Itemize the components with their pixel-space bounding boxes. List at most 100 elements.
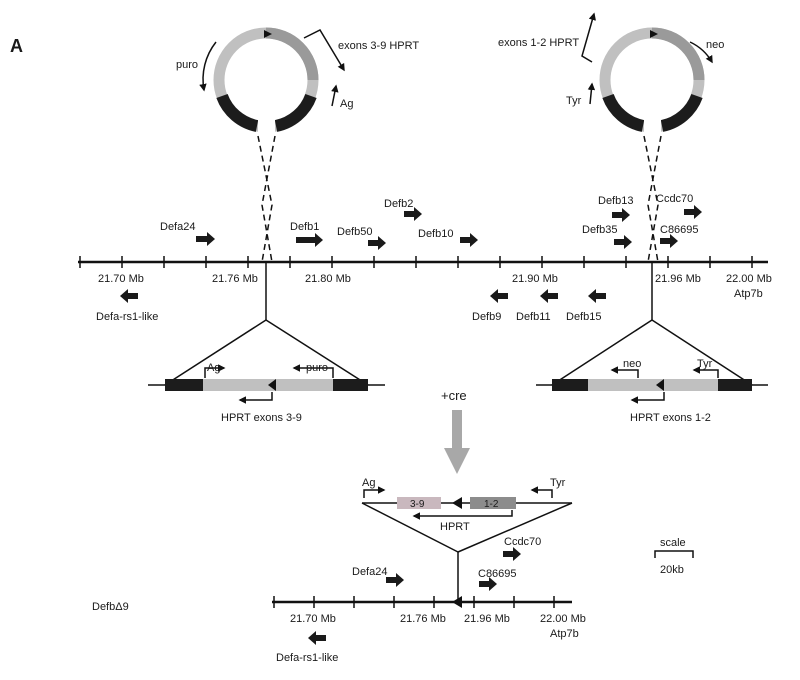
gene-label-defb10: Defb10 bbox=[418, 228, 453, 240]
gene-arrow-defb2-icon bbox=[404, 207, 422, 221]
recombined-ag-promoter-icon bbox=[363, 486, 386, 498]
gene-label-defb35: Defb35 bbox=[582, 224, 617, 236]
gene-arrow-defb9-icon bbox=[490, 289, 508, 303]
left-plasmid-arm-left bbox=[216, 93, 259, 132]
gene-arrow-ccdc70-icon bbox=[684, 205, 702, 219]
right-plasmid-arm-right bbox=[660, 93, 703, 132]
recombined-junction-icon bbox=[452, 596, 462, 608]
gene-label-defb13: Defb13 bbox=[598, 195, 633, 207]
left-insert-ag-promoter-icon bbox=[204, 364, 226, 378]
left-insert-marker-icon bbox=[268, 379, 276, 391]
gene-arrow-defb35-icon bbox=[614, 235, 632, 249]
gene-arrow-defb10-icon bbox=[460, 233, 478, 247]
left-plasmid-marker-icon bbox=[264, 30, 272, 38]
left-insertion-detail: Ag puro HPRT exons 3-9 bbox=[148, 262, 385, 424]
recombined-tyr-promoter-icon bbox=[530, 486, 553, 498]
hprt-12-box bbox=[470, 497, 516, 509]
scale-title: scale bbox=[660, 537, 686, 549]
recombined-tick-label: 21.76 Mb bbox=[400, 613, 446, 625]
main-locus-ticks bbox=[79, 256, 753, 268]
recombined-end-gene-label: Atp7b bbox=[550, 628, 579, 640]
right-insert-tyr-promoter-icon bbox=[692, 366, 719, 378]
main-tick-label: 21.70 Mb bbox=[98, 273, 144, 285]
gene-label-defb1: Defb1 bbox=[290, 221, 319, 233]
right-plasmid-exons-label: exons 1-2 HPRT bbox=[498, 37, 579, 49]
recombined-gene-label-c86695: C86695 bbox=[478, 568, 517, 580]
recombined-tyr-label: Tyr bbox=[550, 477, 566, 489]
right-insert-neo-promoter-icon bbox=[610, 366, 639, 378]
recombined-tick-label: 22.00 Mb bbox=[540, 613, 586, 625]
main-tick-label: 22.00 Mb bbox=[726, 273, 772, 285]
gene-arrow-defa-rs1-like-icon bbox=[120, 289, 138, 303]
left-insert-hprt-label: HPRT exons 3-9 bbox=[221, 412, 302, 424]
main-tick-label: 21.96 Mb bbox=[655, 273, 701, 285]
left-insert-hprt-arrow-icon bbox=[238, 392, 273, 404]
right-crossover-dashed bbox=[643, 135, 659, 263]
gene-label-c86695: C86695 bbox=[660, 224, 699, 236]
scale-bar: scale 20kb bbox=[654, 537, 694, 576]
right-insert-arm-right bbox=[718, 379, 752, 391]
scale-bar-line bbox=[654, 550, 694, 558]
panel-label: A bbox=[10, 36, 23, 56]
ag-arrow-icon bbox=[331, 84, 339, 107]
gene-arrow-defb1-icon bbox=[296, 233, 323, 247]
gene-label-defb9: Defb9 bbox=[472, 311, 501, 323]
left-crossover-dashed bbox=[257, 135, 273, 263]
left-targeting-plasmid: puro exons 3-9 HPRT Ag bbox=[176, 27, 419, 263]
gene-label-defb50: Defb50 bbox=[337, 226, 372, 238]
gene-arrow-defb50-icon bbox=[368, 236, 386, 250]
main-locus: 21.70 Mb 21.76 Mb 21.80 Mb 21.90 Mb 21.9… bbox=[78, 193, 772, 323]
recombined-ag-label: Ag bbox=[362, 477, 375, 489]
left-insert-puro-label: puro bbox=[306, 362, 328, 374]
tyr-arrow-icon bbox=[587, 82, 596, 105]
cre-label: +cre bbox=[441, 388, 467, 403]
gene-label-defb2: Defb2 bbox=[384, 198, 413, 210]
right-plasmid-arm-left bbox=[602, 93, 645, 132]
recombined-gene-arrow-defa-rs1-like-icon bbox=[308, 631, 326, 645]
gene-arrow-defa24-icon bbox=[196, 232, 215, 246]
recombined-gene-arrow-ccdc70-icon bbox=[503, 547, 521, 561]
left-plasmid-exons-label: exons 3-9 HPRT bbox=[338, 40, 419, 52]
right-insert-arm-left bbox=[552, 379, 588, 391]
recombined-gene-label-ccdc70: Ccdc70 bbox=[504, 536, 541, 548]
cre-recombination-step: +cre bbox=[441, 388, 470, 474]
exons12-bent-arrow-icon bbox=[581, 12, 596, 63]
main-tick-label: 21.90 Mb bbox=[512, 273, 558, 285]
right-targeting-plasmid: exons 1-2 HPRT neo Tyr bbox=[498, 12, 724, 263]
right-insert-cassette bbox=[588, 379, 718, 391]
gene-arrow-defb15-icon bbox=[588, 289, 606, 303]
gene-label-ccdc70: Ccdc70 bbox=[656, 193, 693, 205]
left-insert-arm-right bbox=[333, 379, 368, 391]
gene-arrow-defb11-icon bbox=[540, 289, 558, 303]
exons39-bent-arrow-icon bbox=[303, 29, 345, 72]
recombined-tick-label: 21.70 Mb bbox=[290, 613, 336, 625]
main-tick-label: 21.76 Mb bbox=[212, 273, 258, 285]
puro-curved-arrow-icon bbox=[199, 41, 217, 92]
left-plasmid-arm-right bbox=[274, 93, 317, 132]
main-tick-label: 21.80 Mb bbox=[305, 273, 351, 285]
cre-arrow-down-icon bbox=[444, 448, 470, 474]
recombined-gene-arrow-c86695-icon bbox=[479, 577, 497, 591]
recombined-gene-label-defa-rs1-like: Defa-rs1-like bbox=[276, 652, 338, 664]
gene-label-defb15: Defb15 bbox=[566, 311, 601, 323]
right-insert-hprt-label: HPRT exons 1-2 bbox=[630, 412, 711, 424]
gene-arrow-defb13-icon bbox=[612, 208, 630, 222]
hprt-39-box-label: 3-9 bbox=[410, 499, 425, 510]
left-plasmid-puro-label: puro bbox=[176, 59, 198, 71]
recombined-hprt-label: HPRT bbox=[440, 521, 470, 533]
recombined-gene-label-defa24: Defa24 bbox=[352, 566, 387, 578]
right-insert-tyr-label: Tyr bbox=[697, 358, 713, 370]
neo-curved-arrow-icon bbox=[689, 41, 713, 64]
left-insert-puro-promoter-icon bbox=[292, 364, 334, 378]
right-insert-marker-icon bbox=[656, 379, 664, 391]
scale-value: 20kb bbox=[660, 564, 684, 576]
right-insert-hprt-arrow-icon bbox=[630, 392, 665, 404]
recombined-gene-arrow-defa24-icon bbox=[386, 573, 404, 587]
recombined-allele: 3-9 1-2 Ag Tyr HPRT 21.70 Mb 21.76 Mb 21… bbox=[92, 477, 586, 664]
gene-label-defb11: Defb11 bbox=[516, 311, 551, 323]
cre-arrow-shaft bbox=[452, 410, 462, 448]
right-insert-neo-label: neo bbox=[623, 358, 641, 370]
main-end-gene-label: Atp7b bbox=[734, 288, 763, 300]
left-insert-ag-label: Ag bbox=[207, 362, 220, 374]
